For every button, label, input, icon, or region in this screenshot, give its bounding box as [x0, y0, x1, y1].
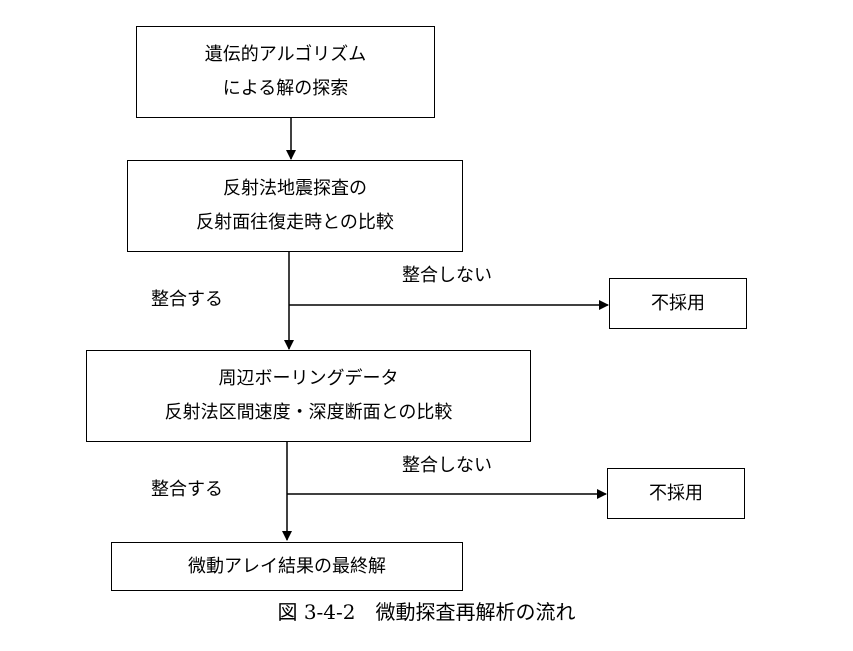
- process-box-text: 微動アレイ結果の最終解: [188, 555, 386, 577]
- process-box-final-solution: 微動アレイ結果の最終解: [111, 542, 463, 591]
- reject-box-label: 不採用: [649, 482, 703, 504]
- process-box-seismic-comparison: 反射法地震探査の 反射面往復走時との比較: [127, 160, 463, 252]
- process-box-text: 反射面往復走時との比較: [196, 212, 394, 233]
- process-box-boring-comparison: 周辺ボーリングデータ 反射法区間速度・深度断面との比較: [86, 350, 531, 442]
- process-box-ga-search: 遺伝的アルゴリズム による解の探索: [136, 26, 435, 118]
- process-box-text: による解の探索: [222, 78, 349, 99]
- figure-caption: 図 3-4-2 微動探査再解析の流れ: [277, 600, 576, 624]
- branch-label-mismatch: 整合しない: [402, 455, 492, 476]
- process-box-text: 周辺ボーリングデータ: [218, 368, 399, 389]
- reject-box: 不採用: [609, 278, 747, 329]
- reject-box: 不採用: [607, 468, 745, 519]
- process-box-text: 反射法区間速度・深度断面との比較: [164, 402, 453, 423]
- branch-label-match: 整合する: [151, 289, 223, 310]
- reject-box-label: 不採用: [651, 292, 705, 314]
- branch-label-match: 整合する: [151, 479, 223, 500]
- process-box-text: 反射法地震探査の: [223, 178, 367, 199]
- branch-label-mismatch: 整合しない: [402, 265, 492, 286]
- process-box-text: 遺伝的アルゴリズム: [204, 44, 367, 65]
